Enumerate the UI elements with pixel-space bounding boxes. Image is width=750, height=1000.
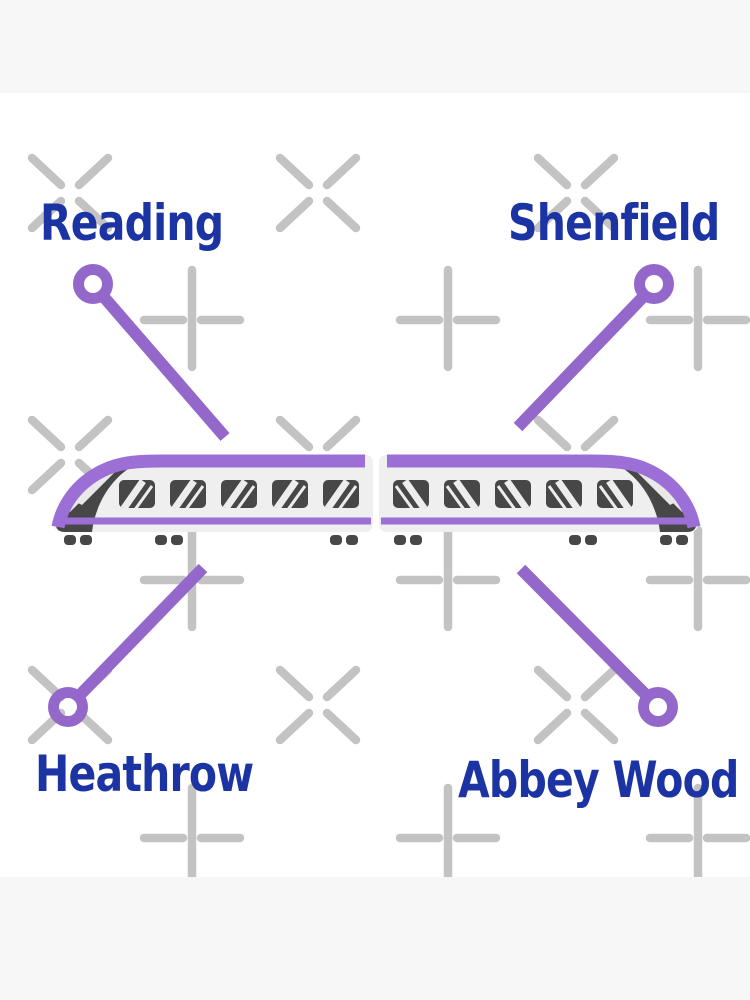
artwork-canvas: Reading Shenfield Heathrow Abbey Wood bbox=[0, 93, 750, 877]
pin-shenfield bbox=[513, 264, 674, 432]
route-line bbox=[72, 563, 208, 703]
terminus-circle-icon bbox=[73, 264, 113, 304]
terminus-circle-icon bbox=[48, 687, 88, 727]
watermark-x-icon bbox=[280, 670, 356, 740]
route-line bbox=[98, 292, 230, 441]
station-label-shenfield: Shenfield bbox=[508, 194, 720, 252]
station-label-abbey-wood: Abbey Wood bbox=[458, 751, 739, 809]
train-car-right bbox=[379, 455, 698, 545]
pin-abbey-wood bbox=[516, 564, 678, 727]
pin-heathrow bbox=[48, 563, 208, 727]
watermark-x-icon bbox=[280, 158, 356, 228]
pin-reading bbox=[73, 264, 230, 441]
station-label-reading: Reading bbox=[40, 194, 224, 252]
terminus-circle-icon bbox=[638, 687, 678, 727]
terminus-circle-icon bbox=[634, 264, 674, 304]
artwork-graphics bbox=[0, 93, 750, 877]
watermark-plus-icon bbox=[400, 270, 496, 367]
station-label-heathrow: Heathrow bbox=[35, 745, 254, 803]
route-line bbox=[516, 564, 653, 702]
watermark-x-icon bbox=[538, 670, 614, 740]
train-icon bbox=[54, 455, 698, 545]
route-line bbox=[513, 291, 649, 432]
train-car-left bbox=[54, 455, 373, 545]
